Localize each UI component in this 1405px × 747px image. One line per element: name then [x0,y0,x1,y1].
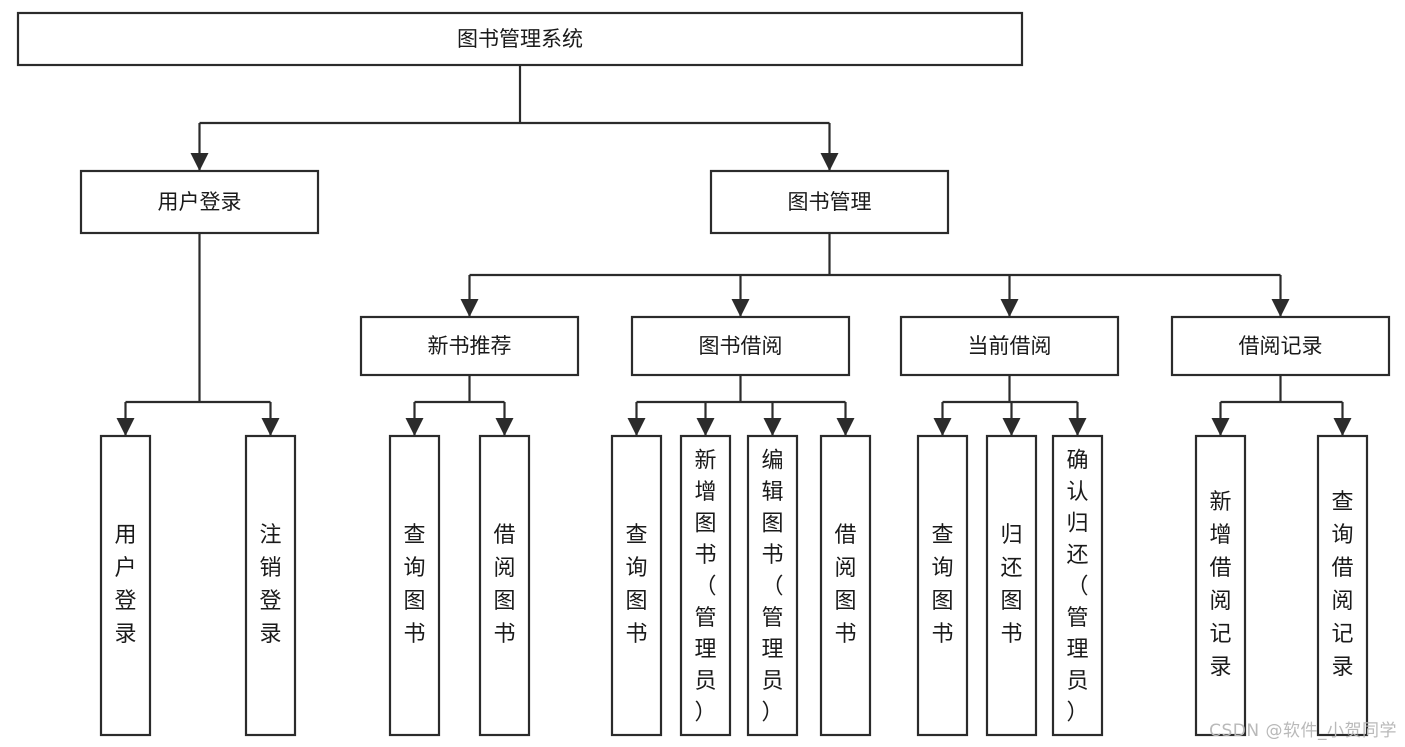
connectors-layer [116,65,1352,436]
node-leaf-query-book-2[interactable]: 查询图书 [610,434,663,737]
node-box-leaf-edit-book [746,434,799,737]
arrow-head-icon [627,418,646,436]
node-label-leaf-logout: 注销登录 [259,523,281,647]
node-box-current-borrow [899,315,1120,377]
arrow-head-icon [731,299,750,317]
node-label-leaf-borrow-book-2: 借阅图书 [834,523,856,647]
node-label-leaf-add-record: 新增借阅记录 [1209,490,1231,680]
node-box-leaf-query-book-3 [916,434,969,737]
arrow-head-icon [836,418,855,436]
node-book-borrow[interactable]: 图书借阅 [630,315,851,377]
arrow-head-icon [460,299,479,317]
node-leaf-user-login[interactable]: 用户登录 [99,434,152,737]
node-label-book-manage: 图书管理 [788,190,872,214]
node-label-new-book-rec: 新书推荐 [428,334,512,358]
arrow-head-icon [1068,418,1087,436]
arrow-head-icon [405,418,424,436]
node-box-leaf-query-book-2 [610,434,663,737]
edge-group-current-borrow [933,375,1087,436]
arrow-head-icon [820,153,839,171]
edge-group-book-borrow [627,375,855,436]
node-box-book-manage [709,169,950,235]
node-box-leaf-query-record [1316,434,1369,737]
arrow-head-icon [1333,418,1352,436]
node-label-borrow-record: 借阅记录 [1239,334,1323,358]
arrow-head-icon [116,418,135,436]
arrow-head-icon [1271,299,1290,317]
node-book-manage[interactable]: 图书管理 [709,169,950,235]
node-label-leaf-add-book: 新增图书（管理员） [694,449,716,726]
node-current-borrow[interactable]: 当前借阅 [899,315,1120,377]
node-label-leaf-query-book-1: 查询图书 [403,523,425,647]
node-box-leaf-borrow-book-2 [819,434,872,737]
node-label-book-borrow: 图书借阅 [699,334,783,358]
node-leaf-query-record[interactable]: 查询借阅记录 [1316,434,1369,737]
edge-group-root [190,65,839,171]
node-box-leaf-confirm-return [1051,434,1104,737]
csdn-watermark: CSDN @软件_小贺同学 [1209,721,1397,741]
node-box-user-login [79,169,320,235]
edge-group-new-book-rec [405,375,514,436]
arrow-head-icon [261,418,280,436]
node-label-user-login: 用户登录 [158,190,242,214]
node-label-root: 图书管理系统 [457,27,583,51]
node-leaf-edit-book[interactable]: 编辑图书（管理员） [746,434,799,737]
node-leaf-query-book-1[interactable]: 查询图书 [388,434,441,737]
nodes-layer: 图书管理系统用户登录图书管理新书推荐图书借阅当前借阅借阅记录用户登录注销登录查询… [16,11,1391,737]
node-box-new-book-rec [359,315,580,377]
node-leaf-add-record[interactable]: 新增借阅记录 [1194,434,1247,737]
node-label-leaf-borrow-book-1: 借阅图书 [493,523,515,647]
node-leaf-confirm-return[interactable]: 确认归还（管理员） [1051,434,1104,737]
node-box-leaf-query-book-1 [388,434,441,737]
node-label-leaf-query-book-2: 查询图书 [625,523,647,647]
node-box-leaf-user-login [99,434,152,737]
node-label-current-borrow: 当前借阅 [968,334,1052,358]
arrow-head-icon [696,418,715,436]
edge-group-book-manage [460,233,1290,317]
arrow-head-icon [763,418,782,436]
node-leaf-query-book-3[interactable]: 查询图书 [916,434,969,737]
node-box-root [16,11,1024,67]
arrow-head-icon [1002,418,1021,436]
node-user-login[interactable]: 用户登录 [79,169,320,235]
arrow-head-icon [190,153,209,171]
node-box-leaf-add-book [679,434,732,737]
node-label-leaf-query-record: 查询借阅记录 [1331,490,1353,680]
arrow-head-icon [1211,418,1230,436]
arrow-head-icon [495,418,514,436]
node-box-leaf-add-record [1194,434,1247,737]
node-root[interactable]: 图书管理系统 [16,11,1024,67]
node-leaf-add-book[interactable]: 新增图书（管理员） [679,434,732,737]
edge-group-borrow-record [1211,375,1352,436]
node-new-book-rec[interactable]: 新书推荐 [359,315,580,377]
node-leaf-borrow-book-2[interactable]: 借阅图书 [819,434,872,737]
node-label-leaf-confirm-return: 确认归还（管理员） [1066,449,1088,726]
node-leaf-logout[interactable]: 注销登录 [244,434,297,737]
node-box-borrow-record [1170,315,1391,377]
node-label-leaf-return-book: 归还图书 [1000,523,1022,647]
arrow-head-icon [933,418,952,436]
node-box-leaf-logout [244,434,297,737]
node-label-leaf-query-book-3: 查询图书 [931,523,953,647]
node-label-leaf-user-login: 用户登录 [114,523,136,647]
node-borrow-record[interactable]: 借阅记录 [1170,315,1391,377]
node-leaf-return-book[interactable]: 归还图书 [985,434,1038,737]
node-leaf-borrow-book-1[interactable]: 借阅图书 [478,434,531,737]
node-box-book-borrow [630,315,851,377]
edge-group-user-login [116,233,280,436]
arrow-head-icon [1000,299,1019,317]
node-label-leaf-edit-book: 编辑图书（管理员） [761,449,783,726]
node-box-leaf-borrow-book-1 [478,434,531,737]
node-box-leaf-return-book [985,434,1038,737]
